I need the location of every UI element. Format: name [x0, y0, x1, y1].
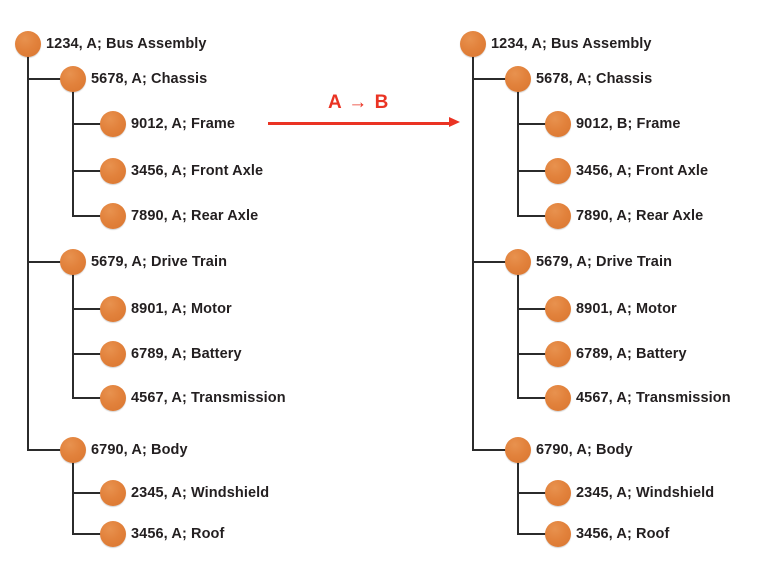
node-label: 5679, A; Drive Train	[91, 253, 228, 270]
node-label: 6790, A; Body	[536, 441, 633, 458]
node-circle[interactable]	[60, 437, 86, 463]
subtrunk-line	[72, 273, 74, 398]
leaf-connector	[517, 397, 546, 399]
node-circle[interactable]	[505, 249, 531, 275]
arrow-shaft	[268, 122, 450, 125]
node-circle[interactable]	[545, 385, 571, 411]
node-label: 4567, A; Transmission	[576, 389, 731, 406]
leaf-connector	[517, 123, 546, 125]
leaf-connector	[517, 533, 546, 535]
branch-connector	[472, 78, 506, 80]
node-circle[interactable]	[60, 249, 86, 275]
node-label: 6789, A; Battery	[131, 345, 242, 362]
node-circle[interactable]	[545, 480, 571, 506]
node-label: 2345, A; Windshield	[576, 484, 715, 501]
branch-connector	[27, 449, 61, 451]
subtrunk-line	[517, 461, 519, 534]
node-circle[interactable]	[460, 31, 486, 57]
node-circle[interactable]	[100, 158, 126, 184]
node-label: 8901, A; Motor	[576, 300, 677, 317]
node-label: 6789, A; Battery	[576, 345, 687, 362]
node-label: 1234, A; Bus Assembly	[491, 35, 652, 52]
leaf-connector	[72, 353, 101, 355]
node-circle[interactable]	[100, 203, 126, 229]
node-label: 3456, A; Roof	[131, 525, 225, 542]
subtrunk-line	[72, 461, 74, 534]
branch-connector	[472, 449, 506, 451]
subtrunk-line	[517, 273, 519, 398]
node-circle[interactable]	[545, 296, 571, 322]
branch-connector	[27, 261, 61, 263]
node-circle[interactable]	[60, 66, 86, 92]
leaf-connector	[517, 353, 546, 355]
leaf-connector	[517, 215, 546, 217]
branch-connector	[472, 261, 506, 263]
node-circle[interactable]	[100, 521, 126, 547]
node-label: 6790, A; Body	[91, 441, 188, 458]
node-label: 5678, A; Chassis	[536, 70, 653, 87]
node-circle[interactable]	[505, 66, 531, 92]
node-label: 5679, A; Drive Train	[536, 253, 673, 270]
node-label: 3456, A; Roof	[576, 525, 670, 542]
node-circle[interactable]	[100, 480, 126, 506]
node-circle[interactable]	[15, 31, 41, 57]
leaf-connector	[72, 397, 101, 399]
node-circle[interactable]	[100, 111, 126, 137]
leaf-connector	[72, 215, 101, 217]
trunk-line	[472, 55, 474, 450]
leaf-connector	[517, 170, 546, 172]
node-label: 7890, A; Rear Axle	[576, 207, 704, 224]
node-circle[interactable]	[100, 296, 126, 322]
node-circle[interactable]	[100, 341, 126, 367]
leaf-connector	[517, 308, 546, 310]
node-circle[interactable]	[505, 437, 531, 463]
trunk-line	[27, 55, 29, 450]
node-label: 3456, A; Front Axle	[576, 162, 709, 179]
node-label: 3456, A; Front Axle	[131, 162, 264, 179]
leaf-connector	[72, 308, 101, 310]
node-label: 7890, A; Rear Axle	[131, 207, 259, 224]
leaf-connector	[72, 533, 101, 535]
leaf-connector	[72, 492, 101, 494]
subtrunk-line	[517, 90, 519, 216]
node-label: 9012, A; Frame	[131, 115, 236, 132]
node-label: 8901, A; Motor	[131, 300, 232, 317]
arrow-head-icon	[449, 117, 460, 127]
node-circle[interactable]	[100, 385, 126, 411]
leaf-connector	[72, 123, 101, 125]
node-label: 2345, A; Windshield	[131, 484, 270, 501]
node-circle[interactable]	[545, 158, 571, 184]
branch-connector	[27, 78, 61, 80]
leaf-connector	[72, 170, 101, 172]
node-circle[interactable]	[545, 203, 571, 229]
node-circle[interactable]	[545, 521, 571, 547]
node-label: 9012, B; Frame	[576, 115, 681, 132]
revision-change-label: A → B	[328, 92, 390, 113]
node-circle[interactable]	[545, 341, 571, 367]
node-circle[interactable]	[545, 111, 571, 137]
leaf-connector	[517, 492, 546, 494]
node-label: 1234, A; Bus Assembly	[46, 35, 207, 52]
subtrunk-line	[72, 90, 74, 216]
node-label: 5678, A; Chassis	[91, 70, 208, 87]
node-label: 4567, A; Transmission	[131, 389, 286, 406]
